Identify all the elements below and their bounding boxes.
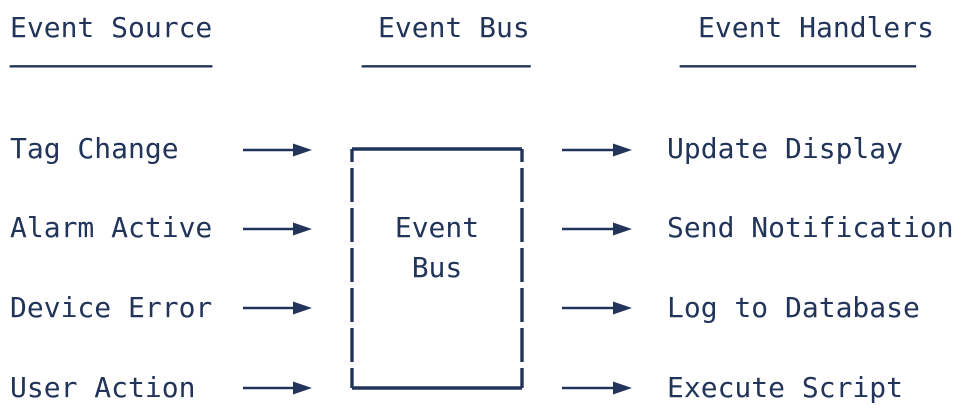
arrow-bus-to-send-notification-icon (562, 222, 632, 236)
event-source-user-action: User Action (10, 371, 196, 404)
event-handler-log-to-database: Log to Database (667, 291, 920, 324)
arrow-bus-to-execute-script-icon (562, 381, 632, 395)
arrow-tag-change-to-bus-icon (243, 143, 312, 157)
event-source-tag-change: Tag Change (10, 132, 179, 165)
event-bus-box-label-line2: Bus (411, 251, 463, 284)
underline-event-source: ──────────── (10, 50, 213, 83)
event-bus-box-label: Event Bus (352, 208, 522, 288)
event-handler-update-display: Update Display (667, 132, 904, 165)
event-handler-execute-script: Execute Script (667, 371, 904, 404)
column-header-event-source: Event Source (10, 11, 213, 44)
arrow-alarm-active-to-bus-icon (243, 222, 312, 236)
underline-event-handlers: ────────────── (680, 50, 917, 83)
column-header-event-bus: Event Bus (378, 11, 530, 44)
event-source-alarm-active: Alarm Active (10, 211, 213, 244)
underline-event-bus: ────────── (362, 50, 531, 83)
event-bus-box-label-line1: Event (394, 211, 480, 244)
column-header-event-handlers: Event Handlers (698, 11, 935, 44)
arrow-user-action-to-bus-icon (243, 381, 312, 395)
arrow-bus-to-update-display-icon (562, 143, 632, 157)
event-handler-send-notification: Send Notification (667, 211, 954, 244)
event-bus-box (350, 147, 524, 390)
arrow-device-error-to-bus-icon (243, 301, 312, 315)
arrow-bus-to-log-to-database-icon (562, 301, 632, 315)
event-source-device-error: Device Error (10, 291, 213, 324)
